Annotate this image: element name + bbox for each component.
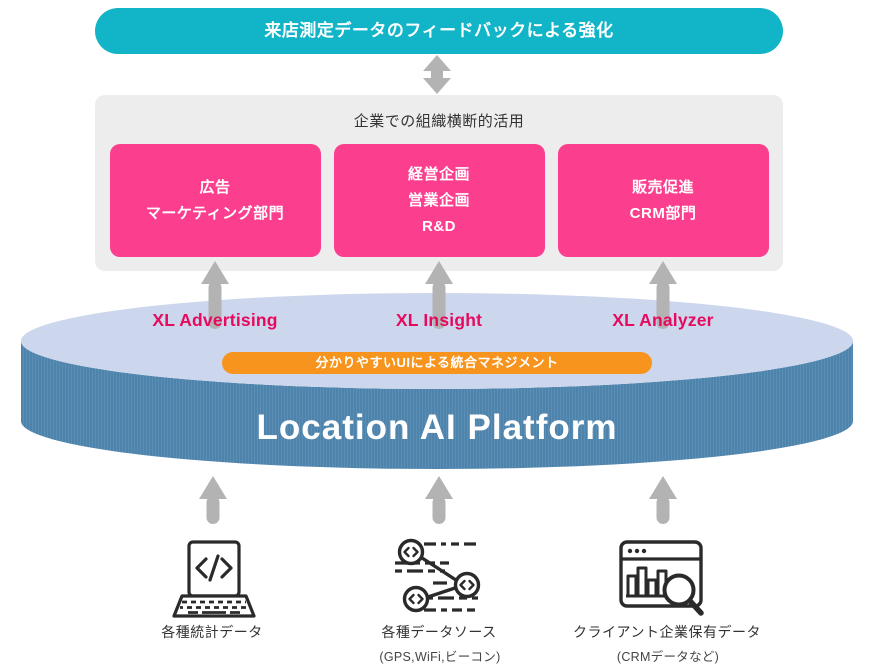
disk-top-face <box>21 293 853 389</box>
source-caption-gps-wifi-beacon: (GPS,WiFi,ビーコン) <box>379 650 501 664</box>
double-arrow-icon <box>423 55 451 94</box>
chart-search-icon <box>619 540 704 616</box>
department-card-planning: 経営企画 営業企画 R&D <box>333 144 545 257</box>
source-label-datasources: 各種データソース <box>381 624 497 640</box>
source-label-client-data: クライアント企業保有データ <box>573 624 761 640</box>
source-icon-wrap <box>391 536 487 616</box>
laptop-code-icon <box>172 540 256 618</box>
product-label-xl-analyzer: XL Analyzer <box>612 310 714 330</box>
up-arrow-icon <box>425 476 453 524</box>
department-line: 広告 <box>199 178 231 196</box>
feedback-banner: 来店測定データのフィードバックによる強化 <box>95 8 783 54</box>
department-card-advertising: 広告 マーケティング部門 <box>109 144 321 257</box>
up-arrow-icon <box>199 476 227 524</box>
platform-title: Location AI Platform <box>256 408 618 447</box>
department-line: CRM部門 <box>629 204 697 222</box>
department-line: 経営企画 <box>407 165 470 183</box>
ui-management-badge: 分かりやすいUIによる統合マネジメント <box>222 352 652 374</box>
department-line: R&D <box>422 217 456 235</box>
up-arrow-icon <box>649 476 677 524</box>
source-label-statistics: 各種統計データ <box>161 624 263 640</box>
source-caption-crm-data: (CRMデータなど) <box>616 650 720 664</box>
source-icon-wrap <box>168 540 260 620</box>
department-row: 広告 マーケティング部門 経営企画 営業企画 R&D 販売促進 CRM部門 <box>95 144 783 257</box>
org-box-title: 企業での組織横断的活用 <box>353 113 525 130</box>
department-line: 営業企画 <box>407 191 470 209</box>
data-nodes-icon <box>395 538 483 613</box>
product-label-xl-advertising: XL Advertising <box>152 310 278 330</box>
department-card-sales: 販売促進 CRM部門 <box>557 144 769 257</box>
source-icon-wrap <box>615 538 711 618</box>
department-line: 販売促進 <box>631 178 694 196</box>
org-usage-box: 企業での組織横断的活用 広告 マーケティング部門 経営企画 営業企画 R&D 販… <box>95 95 783 271</box>
department-line: マーケティング部門 <box>145 204 285 222</box>
product-label-xl-insight: XL Insight <box>395 310 483 330</box>
